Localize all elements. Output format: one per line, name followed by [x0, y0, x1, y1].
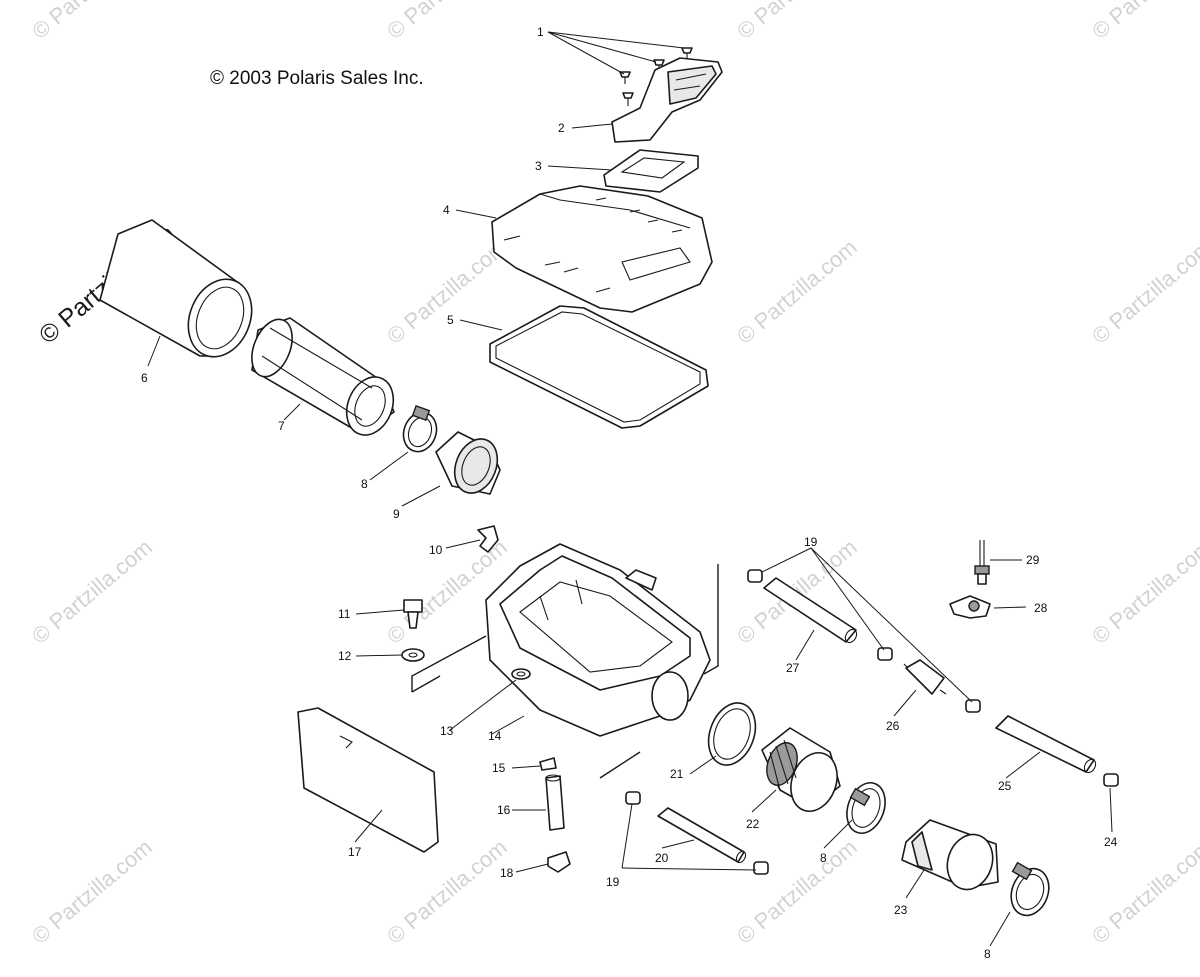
watermark: © Partzilla.com: [27, 0, 157, 44]
callout-5: 5: [447, 313, 454, 327]
watermark: © Partzilla.com: [732, 834, 862, 948]
callout-26: 26: [886, 719, 900, 733]
part-1-screws[interactable]: [619, 47, 693, 106]
callout-23: 23: [894, 903, 908, 917]
callout-8c: 8: [984, 947, 991, 961]
part-26-inline-filter[interactable]: [903, 659, 947, 695]
callout-19b: 19: [606, 875, 620, 889]
part-28-clip[interactable]: [949, 595, 991, 619]
assembly-lines: [411, 564, 719, 779]
callout-10: 10: [429, 543, 443, 557]
part-13-grommet[interactable]: [511, 668, 531, 680]
part-24-small-clamp[interactable]: [1103, 773, 1119, 787]
callout-18: 18: [500, 866, 514, 880]
callout-14: 14: [488, 729, 502, 743]
callout-1: 1: [537, 25, 544, 39]
part-27-hose[interactable]: [763, 577, 859, 645]
part-8-clamp-upper[interactable]: [398, 405, 442, 456]
callout-6: 6: [141, 371, 148, 385]
watermark: © Partzilla.com: [732, 0, 862, 44]
part-7-air-filter[interactable]: [244, 313, 402, 442]
callout-7: 7: [278, 419, 285, 433]
watermark: © Partzilla.com: [382, 834, 512, 948]
watermark: © Partzilla.com: [382, 234, 512, 348]
callout-3: 3: [535, 159, 542, 173]
callout-labels: 1 2 3 4 5 6 7 8 9 10 11 12 13 14 15 16 1…: [141, 25, 1118, 961]
part-16-drain-tube[interactable]: [545, 774, 565, 831]
callout-15: 15: [492, 761, 506, 775]
part-17-panel[interactable]: [297, 707, 439, 853]
watermark: © Partzilla.com: [732, 234, 862, 348]
part-8-clamp-middle[interactable]: [840, 777, 892, 838]
callout-24: 24: [1104, 835, 1118, 849]
part-8-clamp-lower[interactable]: [1005, 861, 1055, 921]
callout-17: 17: [348, 845, 362, 859]
part-19-small-clamps[interactable]: [625, 569, 981, 875]
part-3-gasket[interactable]: [603, 149, 699, 193]
callout-8b: 8: [820, 851, 827, 865]
leader-lines: [147, 31, 1113, 947]
callout-29: 29: [1026, 553, 1040, 567]
part-14-airbox[interactable]: [485, 543, 711, 737]
part-6-prefilter[interactable]: [99, 219, 263, 366]
watermark: © Partzilla.com: [1087, 234, 1200, 348]
watermarks: © Partzilla.com © Partzilla.com © Partzi…: [27, 0, 1200, 949]
watermark: © Partzilla.com: [1087, 834, 1200, 948]
copyright-notice: © 2003 Polaris Sales Inc.: [210, 68, 424, 89]
part-5-seal[interactable]: [489, 305, 709, 429]
part-12-washer[interactable]: [401, 648, 425, 662]
part-25-hose[interactable]: [995, 715, 1098, 775]
part-2-intake-duct[interactable]: [611, 57, 723, 143]
part-22-coupler[interactable]: [761, 727, 845, 818]
callout-27: 27: [786, 661, 800, 675]
callout-19a: 19: [804, 535, 818, 549]
part-11-bolt[interactable]: [403, 599, 423, 629]
callout-11: 11: [338, 607, 351, 621]
part-4-airbox-lid[interactable]: [491, 185, 713, 313]
callout-25: 25: [998, 779, 1012, 793]
callout-4: 4: [443, 203, 450, 217]
callout-9: 9: [393, 507, 400, 521]
watermark: © Partzilla.com: [1087, 534, 1200, 648]
callout-2: 2: [558, 121, 565, 135]
part-21-o-ring[interactable]: [700, 696, 763, 771]
callout-8a: 8: [361, 477, 368, 491]
part-29-pin[interactable]: [974, 540, 990, 585]
watermark: © Partzilla.com: [27, 534, 157, 648]
callout-22: 22: [746, 817, 760, 831]
part-18-cap[interactable]: [547, 851, 571, 873]
watermark: © Partzilla.com: [27, 834, 157, 948]
callout-13: 13: [440, 724, 454, 738]
callout-12: 12: [338, 649, 352, 663]
callout-28: 28: [1034, 601, 1048, 615]
watermark: © Partzilla.com: [382, 0, 512, 44]
part-10-clip[interactable]: [477, 525, 499, 553]
part-9-adapter[interactable]: [435, 431, 505, 499]
part-15-drain-clamp[interactable]: [539, 757, 557, 771]
part-20-hose[interactable]: [657, 807, 747, 864]
part-23-boot[interactable]: [901, 819, 1000, 895]
callout-16: 16: [497, 803, 511, 817]
watermark: © Partzilla.com: [1087, 0, 1200, 44]
callout-21: 21: [670, 767, 684, 781]
callout-20: 20: [655, 851, 669, 865]
